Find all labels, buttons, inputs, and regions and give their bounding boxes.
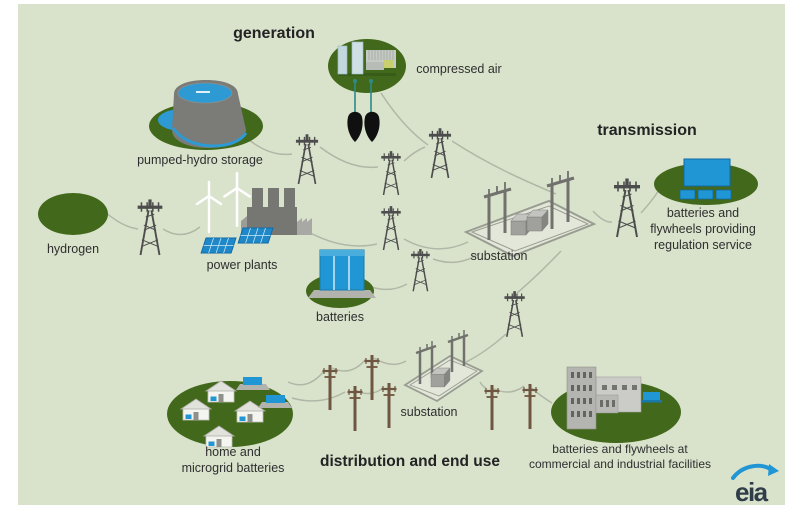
compressed-air-icon (328, 39, 406, 142)
label-compressed-air: compressed air (416, 62, 501, 76)
grid-batteries-icon (306, 249, 376, 308)
regulation-batteries-flywheels-icon (654, 158, 758, 205)
battery-pad-icon (258, 395, 292, 408)
battery-pad-icon (641, 392, 662, 403)
label-batteries: batteries (316, 310, 364, 324)
hydrogen-icon (38, 193, 108, 235)
substation-gantry-icon (483, 171, 575, 240)
air-cavern-icon (347, 111, 363, 142)
canvas-background (18, 4, 785, 505)
pumped-hydro-storage-icon (149, 80, 263, 150)
label-home-line1: home and (205, 445, 261, 459)
transformer-icon (430, 367, 451, 388)
substation-lower-icon (403, 330, 484, 403)
label-commercial-line1: batteries and flywheels at (552, 442, 688, 456)
label-regulation-line3: regulation service (654, 238, 752, 252)
air-cavern-icon (364, 111, 380, 142)
section-title-distribution: distribution and end use (320, 453, 500, 470)
label-hydrogen: hydrogen (47, 242, 99, 256)
label-home-line2: microgrid batteries (182, 461, 285, 475)
eia-logo-text: eia (735, 477, 769, 507)
label-substation-lower: substation (401, 405, 458, 419)
battery-pad-icon (236, 377, 270, 390)
solar-panels-icon (200, 227, 274, 254)
label-regulation: batteries and flywheels providing regula… (650, 206, 756, 252)
commercial-industrial-batteries-icon (551, 366, 681, 443)
home-microgrid-batteries-icon (167, 377, 293, 448)
section-title-transmission: transmission (597, 122, 697, 139)
label-regulation-line1: batteries and (667, 206, 739, 220)
label-commercial: batteries and flywheels at commercial an… (529, 442, 711, 471)
eia-swoosh-tip-icon (768, 464, 779, 476)
label-substation-upper: substation (471, 249, 528, 263)
label-pumped-hydro: pumped-hydro storage (137, 153, 263, 167)
label-power-plants: power plants (207, 258, 278, 272)
section-title-generation: generation (233, 25, 315, 42)
transformer-icon (526, 209, 549, 232)
substation-upper-icon (463, 171, 597, 258)
power-plants-icon (195, 172, 312, 254)
label-regulation-line2: flywheels providing (650, 222, 756, 236)
eia-logo: eia (731, 463, 779, 507)
label-home-microgrid: home and microgrid batteries (182, 445, 285, 475)
office-building-icon (566, 366, 642, 430)
label-commercial-line2: commercial and industrial facilities (529, 457, 711, 471)
